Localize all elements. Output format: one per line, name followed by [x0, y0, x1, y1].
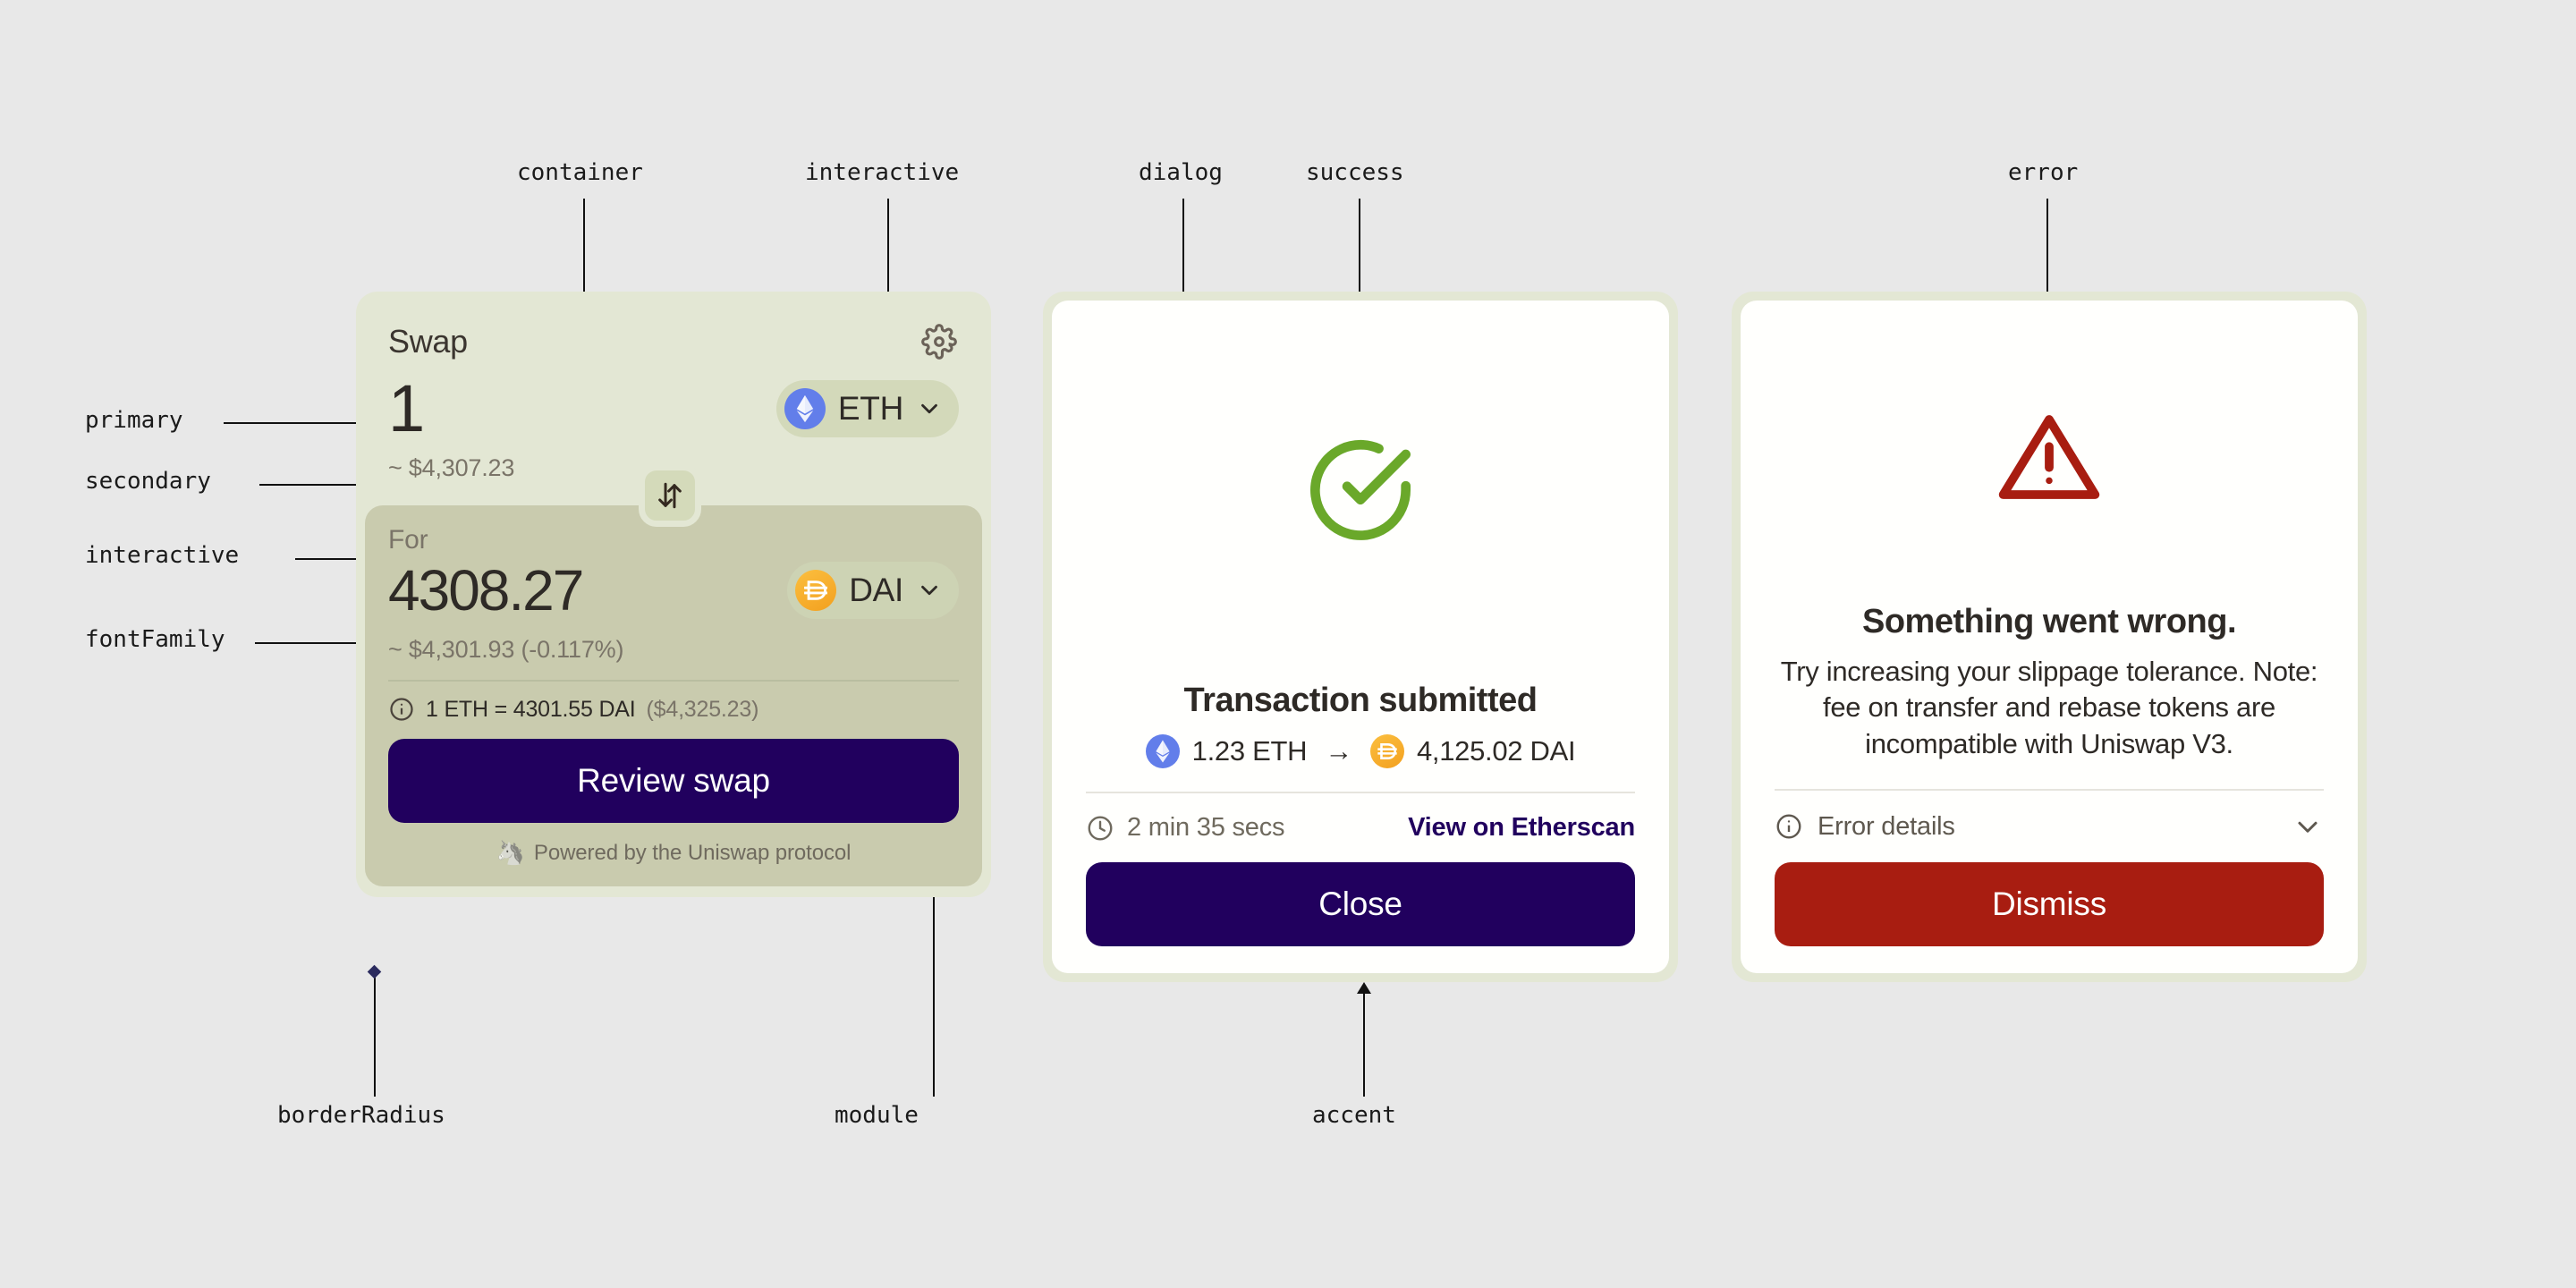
- annotation-label-interactive-top: interactive: [805, 159, 960, 186]
- annotation-line-accent: [1363, 993, 1365, 1097]
- info-icon: [1776, 814, 1801, 839]
- swap-card-header: Swap: [365, 301, 982, 367]
- dai-glyph-icon: [804, 580, 828, 600]
- error-details-label: Error details: [1818, 811, 1955, 841]
- dai-icon: [1369, 734, 1404, 768]
- view-on-etherscan-link[interactable]: View on Etherscan: [1408, 813, 1635, 842]
- annotation-label-dialog: dialog: [1139, 159, 1223, 186]
- swap-summary: 1.23 ETH → 4,125.02 DAI: [1086, 734, 1635, 768]
- module-divider: [388, 680, 959, 682]
- info-icon: [390, 698, 413, 721]
- buy-field-row: 4308.27 DAI: [388, 557, 959, 623]
- buy-amount-input[interactable]: 4308.27: [388, 558, 584, 623]
- error-details-row[interactable]: Error details: [1775, 791, 2324, 862]
- unicorn-icon: 🦄: [496, 839, 525, 866]
- dialog-divider: [1086, 792, 1635, 793]
- annotation-label-secondary: secondary: [85, 468, 211, 495]
- success-title: Transaction submitted: [1183, 682, 1538, 719]
- ethereum-icon: [1145, 734, 1180, 768]
- powered-by-footer[interactable]: 🦄 Powered by the Uniswap protocol: [388, 839, 959, 867]
- ethereum-icon: [784, 388, 826, 429]
- swap-card-container: Swap 1: [356, 292, 991, 897]
- annotation-line-container: [583, 199, 585, 349]
- sell-token-symbol: ETH: [837, 390, 903, 427]
- buy-usd-value: ~ $4,301.93 (-0.117%): [388, 636, 624, 663]
- summary-from-amount: 1.23 ETH: [1191, 735, 1308, 767]
- success-icon-wrap: [1086, 331, 1635, 682]
- error-dialog-frame: Something went wrong. Try increasing you…: [1732, 292, 2367, 982]
- error-dialog: Something went wrong. Try increasing you…: [1741, 301, 2358, 973]
- error-message: Try increasing your slippage tolerance. …: [1780, 656, 2318, 759]
- ethereum-glyph-icon: [1156, 740, 1170, 763]
- exchange-rate-row[interactable]: 1 ETH = 4301.55 DAI ($4,325.23): [388, 696, 959, 723]
- annotation-dot-borderradius: [367, 964, 382, 979]
- dai-icon: [795, 570, 837, 611]
- page-title: Swap: [388, 323, 468, 360]
- annotation-label-interactive-left: interactive: [85, 542, 240, 569]
- buy-token-selector[interactable]: DAI: [787, 562, 959, 619]
- annotation-label-accent: accent: [1312, 1102, 1396, 1129]
- summary-to-amount: 4,125.02 DAI: [1416, 735, 1576, 767]
- annotation-line-fontfamily: [255, 642, 360, 644]
- error-title: Something went wrong.: [1861, 603, 2237, 641]
- annotation-label-error: error: [2008, 159, 2079, 186]
- success-dialog-frame: Transaction submitted 1.23 ETH →: [1043, 292, 1678, 982]
- sell-amount-input[interactable]: 1: [388, 371, 425, 445]
- close-button[interactable]: Close: [1086, 862, 1635, 946]
- swap-direction-toggle[interactable]: [639, 464, 701, 527]
- warning-triangle-icon: [1998, 415, 2100, 499]
- elapsed-time: 2 min 35 secs: [1086, 813, 1285, 843]
- sell-token-selector[interactable]: ETH: [775, 380, 959, 437]
- review-swap-button[interactable]: Review swap: [388, 739, 959, 823]
- chevron-down-icon: [921, 403, 937, 414]
- settings-button[interactable]: [919, 322, 959, 361]
- exchange-rate-usd: ($4,325.23): [646, 696, 759, 722]
- elapsed-time-text: 2 min 35 secs: [1127, 813, 1285, 842]
- annotation-line-primary: [224, 422, 358, 424]
- dai-glyph-icon: [1377, 742, 1397, 760]
- error-icon-wrap: [1775, 331, 2324, 603]
- annotation-label-container: container: [517, 159, 643, 186]
- annotation-line-module: [933, 784, 935, 1097]
- dialog-divider: [1775, 789, 2324, 791]
- annotation-line-secondary: [259, 484, 358, 486]
- annotation-line-borderradius: [374, 971, 376, 1097]
- dismiss-button[interactable]: Dismiss: [1775, 862, 2324, 946]
- check-circle-icon: [1310, 439, 1411, 540]
- chevron-down-icon[interactable]: [2292, 810, 2324, 843]
- sell-field-row: 1 ETH: [388, 376, 959, 442]
- success-dialog: Transaction submitted 1.23 ETH →: [1052, 301, 1669, 973]
- ethereum-glyph-icon: [796, 394, 814, 423]
- arrow-up-down-icon: [658, 482, 682, 509]
- exchange-rate-text: 1 ETH = 4301.55 DAI: [426, 696, 636, 722]
- chevron-down-icon: [921, 585, 937, 596]
- summary-arrow-icon: →: [1325, 735, 1352, 767]
- annotation-label-fontfamily: fontFamily: [85, 626, 225, 653]
- buy-module: For 4308.27 DAI ~ $4,301.93 (-0.117%): [365, 464, 982, 886]
- gear-icon: [921, 324, 957, 360]
- annotation-label-borderradius: borderRadius: [277, 1102, 445, 1129]
- clock-icon: [1088, 816, 1113, 840]
- error-details-label-group: Error details: [1775, 812, 1955, 842]
- buy-field-label: For: [388, 525, 428, 555]
- annotation-label-primary: primary: [85, 407, 183, 434]
- buy-token-symbol: DAI: [849, 572, 903, 608]
- annotation-line-dialog: [1182, 199, 1184, 337]
- sell-usd-value: ~ $4,307.23: [388, 454, 515, 481]
- annotation-arrow-accent: [1357, 982, 1371, 994]
- annotation-label-module: module: [835, 1102, 919, 1129]
- powered-by-text: Powered by the Uniswap protocol: [533, 840, 852, 865]
- annotation-label-success: success: [1306, 159, 1404, 186]
- sell-field: 1 ETH ~ $4,307.23: [365, 367, 982, 505]
- transaction-meta-row: 2 min 35 secs View on Etherscan: [1086, 793, 1635, 862]
